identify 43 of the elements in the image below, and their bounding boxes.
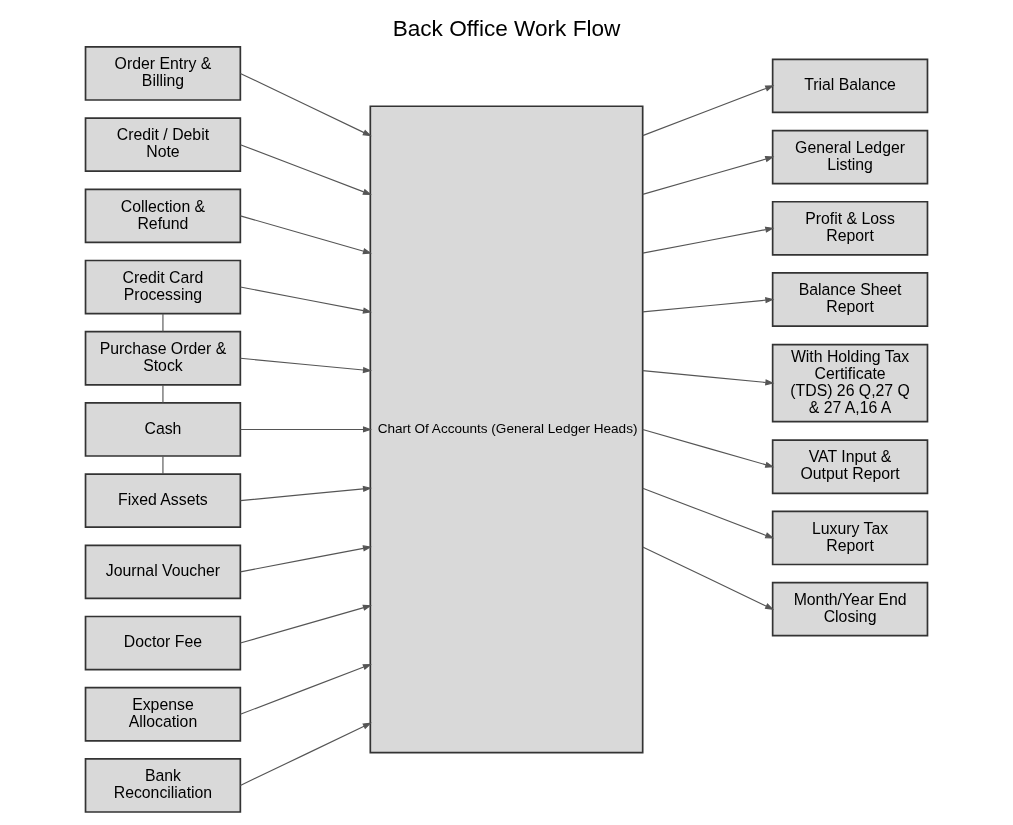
arrow — [642, 428, 775, 468]
arrow — [239, 286, 372, 314]
arrow — [239, 426, 373, 433]
node-box: Doctor Fee — [84, 615, 242, 671]
arrow — [239, 604, 372, 644]
arrow — [642, 156, 775, 195]
node-box: Credit / Debit Note — [84, 117, 242, 173]
node-box: Luxury Tax Report — [771, 510, 929, 566]
node-box: Purchase Order & Stock — [84, 330, 242, 386]
node-box: General Ledger Listing — [771, 129, 929, 185]
node-box: Balance Sheet Report — [771, 272, 929, 327]
arrow — [239, 545, 372, 573]
arrow — [239, 485, 373, 502]
arrow — [642, 546, 775, 610]
node-box: Expense Allocation — [84, 686, 242, 742]
node-box: Trial Balance — [771, 58, 929, 114]
node-box: Chart Of Accounts (General Ledger Heads) — [369, 105, 644, 754]
node-box: Collection & Refund — [84, 188, 242, 244]
arrow — [642, 226, 775, 254]
node-box: Cash — [84, 402, 242, 457]
arrow — [239, 215, 372, 255]
arrow — [642, 85, 775, 137]
node-box: Credit Card Processing — [84, 259, 242, 315]
node-box: Month/Year End Closing — [771, 581, 929, 637]
node-box: VAT Input & Output Report — [771, 439, 929, 495]
arrow — [642, 297, 775, 313]
arrow — [642, 487, 775, 539]
arrow — [239, 357, 373, 374]
arrow — [642, 370, 775, 386]
arrow — [239, 722, 372, 786]
node-box: Order Entry & Billing — [84, 46, 242, 101]
arrow — [239, 72, 372, 137]
node-box: Journal Voucher — [84, 544, 242, 600]
arrow — [239, 663, 372, 715]
node-box: Fixed Assets — [84, 473, 242, 529]
connector — [162, 384, 164, 404]
connector — [162, 455, 164, 475]
node-box: With Holding Tax Certificate (TDS) 26 Q,27 Q & 27 A,16 A — [771, 343, 929, 423]
node-box: Bank Reconciliation — [84, 758, 242, 813]
diagram-title: Back Office Work Flow — [392, 15, 621, 41]
connector — [162, 313, 164, 333]
arrow — [239, 144, 372, 195]
node-box: Profit & Loss Report — [771, 200, 929, 256]
